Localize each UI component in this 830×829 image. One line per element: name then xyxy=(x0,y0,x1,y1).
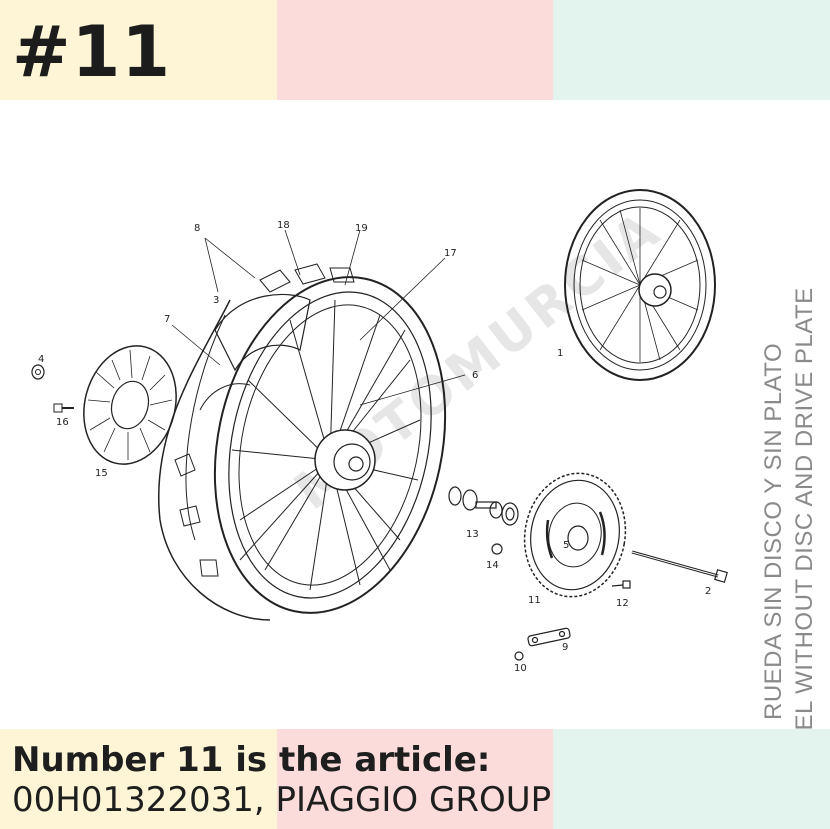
sprocket-icon xyxy=(523,472,627,598)
band-yellow xyxy=(0,0,277,100)
rear-wheel-icon xyxy=(158,263,447,621)
band-mint xyxy=(553,0,830,100)
callout-2: 2 xyxy=(705,586,711,597)
diagram-title-spanish: RUEDA SIN DISCO Y SIN PLATO xyxy=(760,342,787,720)
callout-19: 19 xyxy=(355,223,368,234)
footer-color-band xyxy=(0,729,830,829)
exploded-parts-diagram: MOTOMURCIA xyxy=(0,100,830,788)
callout-18: 18 xyxy=(277,220,290,231)
diagram-drawing: MOTOMURCIA xyxy=(31,189,728,674)
header-color-band xyxy=(0,0,830,100)
callout-16: 16 xyxy=(56,417,69,428)
callout-10: 10 xyxy=(514,663,527,674)
axle-bolt-icon xyxy=(631,550,728,583)
callout-12: 12 xyxy=(616,598,629,609)
callout-7: 7 xyxy=(164,314,170,325)
diagram-title-english: WHEEL WITHOUT DISC AND DRIVE PLATE xyxy=(791,287,818,788)
callout-14: 14 xyxy=(486,560,499,571)
bearing-set-icon xyxy=(448,486,519,526)
callout-5: 5 xyxy=(563,540,569,551)
band-pink xyxy=(277,729,553,829)
band-pink xyxy=(277,0,553,100)
spare-wheel-icon xyxy=(564,189,716,381)
callout-15: 15 xyxy=(95,468,108,479)
bolt-icon xyxy=(53,403,74,413)
callout-9: 9 xyxy=(562,642,568,653)
callout-4: 4 xyxy=(38,354,44,365)
callout-11: 11 xyxy=(528,595,541,606)
article-caption-code: 00H01322031, PIAGGIO GROUP xyxy=(12,780,552,820)
callout-1: 1 xyxy=(557,348,563,359)
part-number-tag: #11 xyxy=(12,11,172,93)
callout-6: 6 xyxy=(472,370,478,381)
article-caption-heading: Number 11 is the article: xyxy=(12,740,491,780)
nut-icon xyxy=(31,364,45,380)
band-mint xyxy=(553,729,830,829)
band-yellow xyxy=(0,729,277,829)
callout-3: 3 xyxy=(213,295,219,306)
small-bolt-icon xyxy=(611,580,631,589)
callout-13: 13 xyxy=(466,529,479,540)
callout-8: 8 xyxy=(194,223,200,234)
small-nut-icon xyxy=(491,543,503,555)
chain-link-icon xyxy=(514,627,571,661)
callout-17: 17 xyxy=(444,248,457,259)
brake-disc-icon xyxy=(83,345,177,465)
callout-leaders xyxy=(171,229,466,406)
